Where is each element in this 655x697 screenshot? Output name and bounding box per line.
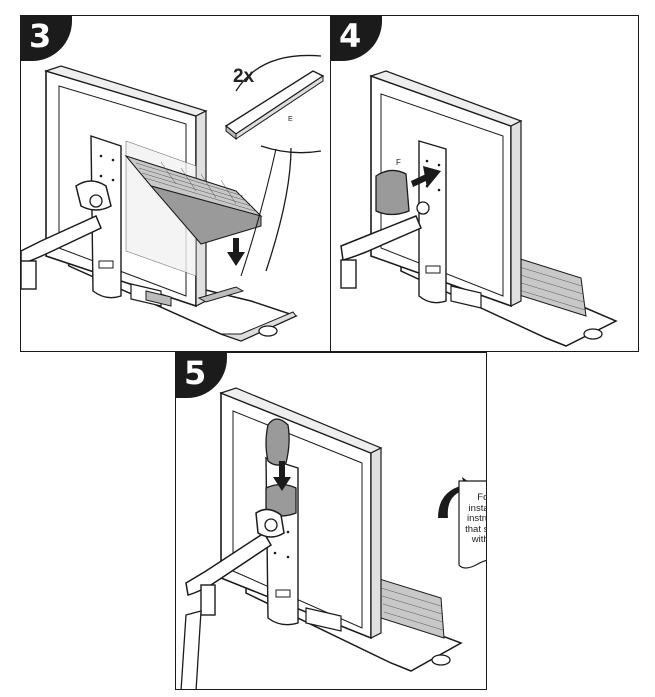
step-4-number: 4: [339, 17, 362, 55]
installation-note: Follow installation instructions that sh…: [465, 492, 487, 545]
arm-icon: [180, 508, 285, 689]
step-5-badge: 5: [176, 353, 227, 398]
document-icon: [458, 480, 486, 569]
step-5-number: 5: [184, 354, 207, 392]
arrow-icon: [273, 461, 291, 491]
arrow-icon: [411, 166, 441, 188]
step-4-panel: 4 F: [330, 15, 639, 352]
step-3-number: 3: [29, 17, 52, 55]
part-f-icon: [265, 418, 290, 466]
keyboard-icon: [124, 155, 263, 245]
arm-icon: [340, 201, 430, 289]
part-e-label: E: [288, 116, 293, 123]
mount-plate-icon: [90, 135, 122, 299]
step-3-panel: 3 2x E: [20, 15, 331, 352]
arm-icon: [21, 180, 112, 290]
callout-icon: [224, 54, 325, 277]
step-5-panel: 5 Follow installation instructions that …: [175, 352, 487, 690]
step-3-illustration: [21, 54, 325, 342]
strip-icon: [197, 286, 245, 303]
step-4-badge: 4: [331, 16, 382, 61]
bracket-icon: [450, 285, 482, 309]
bracket-icon: [305, 607, 342, 632]
part-f-icon: [375, 169, 410, 216]
step-5-illustration: [180, 387, 486, 689]
bracket-icon: [130, 283, 172, 307]
mount-plate-icon: [418, 140, 447, 304]
step-4-illustration: [340, 70, 618, 347]
monitor-icon: [219, 387, 383, 640]
quantity-label: 2x: [233, 66, 255, 87]
arrow-icon: [227, 238, 245, 266]
part-f-label: F: [396, 158, 401, 167]
